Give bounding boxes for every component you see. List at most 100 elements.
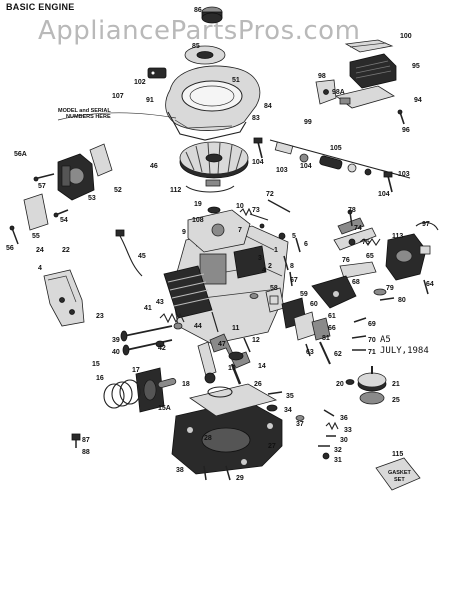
cap-86[interactable] (201, 6, 223, 24)
piston-rings-16[interactable] (103, 379, 141, 409)
governor-gear-21[interactable] (357, 366, 387, 392)
engine-bracket-23[interactable] (43, 269, 85, 327)
spring-75[interactable] (359, 238, 381, 246)
note-line-2: NUMBERS HERE (66, 114, 111, 120)
drain-plug-87[interactable] (71, 433, 81, 448)
washer-44[interactable] (173, 322, 183, 330)
washer-14[interactable] (249, 293, 259, 299)
callout-52: 52 (114, 187, 122, 194)
retainer-42[interactable] (155, 340, 165, 348)
gear-25[interactable] (359, 391, 385, 405)
link-rod-65[interactable] (339, 261, 377, 279)
name-plate-82[interactable] (147, 67, 167, 79)
screw-57[interactable] (33, 173, 55, 182)
bolt-6[interactable] (295, 237, 301, 253)
screw-69[interactable] (353, 317, 367, 323)
callout-91: 91 (146, 97, 154, 104)
governor-lever-76[interactable] (333, 227, 377, 251)
callout-88: 88 (82, 449, 90, 456)
pin-36[interactable] (323, 409, 335, 417)
screw-72[interactable] (267, 199, 291, 213)
callout-34: 34 (284, 407, 292, 414)
spring-7[interactable] (239, 207, 253, 217)
fuel-line-97[interactable] (415, 221, 439, 231)
screw-64[interactable] (423, 279, 429, 295)
flywheel-key-112[interactable] (185, 179, 235, 193)
pin-12[interactable] (243, 337, 251, 353)
link-73[interactable] (249, 213, 269, 229)
cover-61[interactable] (311, 317, 331, 341)
bolt-104-left[interactable] (253, 137, 263, 159)
nut-31[interactable] (322, 452, 330, 460)
stamp-line-2: JULY,1984 (380, 346, 429, 356)
plate-55[interactable] (23, 193, 49, 231)
valve-39[interactable] (120, 325, 173, 342)
callout-17: 17 (132, 367, 140, 374)
revision-stamp: A5 JULY,1984 (380, 335, 429, 357)
washer-37[interactable] (295, 415, 305, 421)
spring-33[interactable] (325, 421, 339, 431)
bracket-98[interactable] (315, 79, 337, 105)
callout-9: 9 (182, 229, 186, 236)
callout-39: 39 (112, 337, 120, 344)
callout-99: 99 (304, 119, 312, 126)
screw-56[interactable] (9, 225, 19, 245)
filter-base-94[interactable] (335, 85, 395, 109)
wrist-pin-17[interactable] (157, 378, 177, 388)
callout-23: 23 (96, 313, 104, 320)
bolt-104-right[interactable] (383, 171, 393, 193)
callout-25: 25 (392, 397, 400, 404)
nut-5[interactable] (278, 232, 286, 240)
recoil-pulley-51[interactable] (184, 45, 226, 65)
screw-29[interactable] (225, 465, 231, 481)
bracket-68[interactable] (311, 275, 357, 309)
callout-5: 5 (292, 233, 296, 240)
bracket-52[interactable] (89, 143, 113, 177)
sump-27[interactable] (171, 399, 283, 475)
callout-75: 75 (362, 239, 370, 246)
screw-80[interactable] (379, 297, 395, 301)
screw-70[interactable] (351, 335, 367, 339)
screw-96[interactable] (397, 109, 405, 125)
air-filter-95[interactable] (349, 53, 397, 89)
callout-46: 46 (150, 163, 158, 170)
cylinder-fins[interactable] (163, 265, 213, 319)
spacer-79[interactable] (373, 288, 387, 296)
washer-20[interactable] (345, 379, 355, 385)
blower-housing-84[interactable] (165, 65, 261, 141)
crankcase-block[interactable] (171, 225, 289, 345)
callout-58: 58 (270, 285, 278, 292)
pin-78[interactable] (347, 209, 353, 227)
flywheel-46[interactable] (179, 141, 249, 179)
piston-15a[interactable] (135, 367, 165, 413)
valve-spring-43[interactable] (159, 312, 185, 324)
screw-38[interactable] (203, 465, 207, 481)
cover-plate-9[interactable] (187, 209, 251, 253)
washer-108[interactable] (207, 206, 221, 214)
screw-54[interactable] (53, 209, 69, 218)
seal-28[interactable] (207, 386, 233, 398)
carburetor-113[interactable] (385, 233, 431, 281)
collar-34[interactable] (266, 404, 278, 412)
callout-56a: 56A (14, 151, 27, 158)
callout-29: 29 (236, 475, 244, 482)
callout-78: 78 (348, 207, 356, 214)
shaft-35[interactable] (267, 391, 283, 395)
ignition-module-53[interactable] (57, 153, 95, 201)
screw-67[interactable] (289, 271, 293, 287)
callout-8: 8 (290, 263, 294, 270)
tube-62[interactable] (319, 341, 331, 365)
valve-40[interactable] (122, 339, 173, 356)
spark-wire-45[interactable] (115, 229, 143, 277)
callout-38: 38 (176, 467, 184, 474)
flange-47[interactable] (228, 351, 244, 361)
screw-63[interactable] (305, 343, 311, 357)
gasket-set-box-115[interactable]: GASKET SET (375, 457, 421, 491)
bolt-8[interactable] (283, 255, 289, 271)
connecting-rod-13[interactable] (197, 341, 217, 384)
governor-link-74[interactable] (337, 217, 365, 235)
callout-105: 105 (330, 145, 342, 152)
filter-cover-100[interactable] (344, 39, 394, 53)
callout-85: 85 (192, 43, 200, 50)
